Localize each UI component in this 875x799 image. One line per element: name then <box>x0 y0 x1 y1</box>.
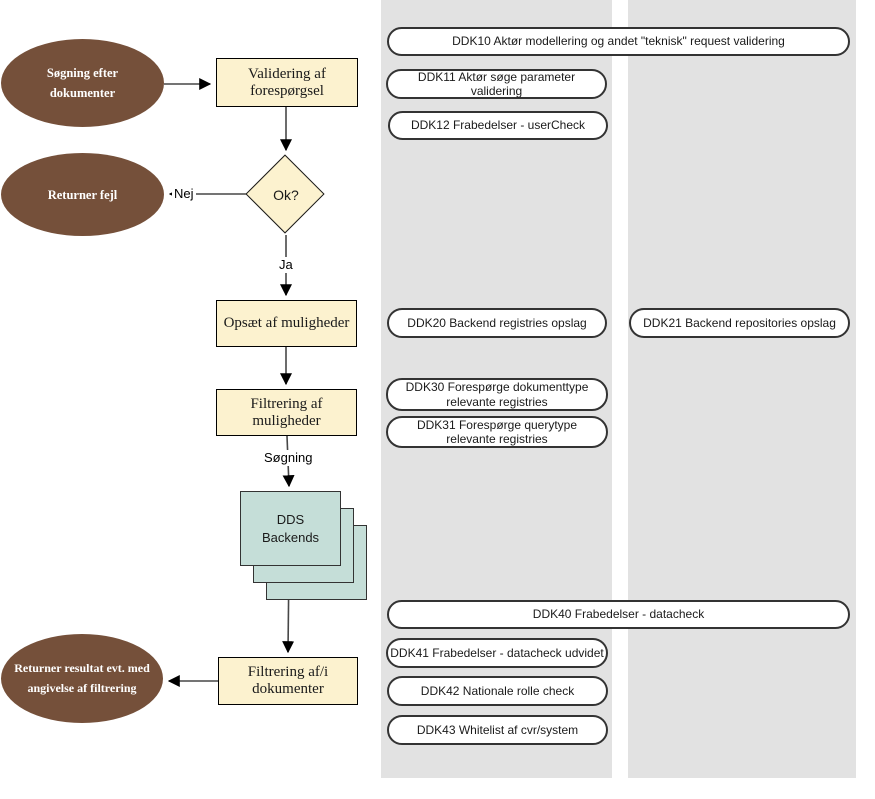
pill-ddk43: DDK43 Whitelist af cvr/system <box>387 715 608 745</box>
pill-ddk10-label: DDK10 Aktør modellering og andet "teknis… <box>452 34 785 49</box>
process-filter-options: Filtrering af muligheder <box>216 389 357 436</box>
pill-ddk41: DDK41 Frabedelser - datacheck udvidet <box>386 638 608 668</box>
pill-ddk40-label: DDK40 Frabedelser - datacheck <box>532 607 705 622</box>
edge-label-nej: Nej <box>172 186 196 202</box>
process-validate-request-label: Validering af forespørgsel <box>248 65 326 99</box>
pill-ddk20-label: DDK20 Backend registries opslag <box>407 315 587 330</box>
decision-ok-label: Ok? <box>273 187 299 203</box>
pill-ddk40: DDK40 Frabedelser - datacheck <box>387 600 850 629</box>
backend-box-label: DDS Backends <box>261 511 320 545</box>
pill-ddk42-label: DDK42 Nationale rolle check <box>420 683 575 698</box>
decision-ok: Ok? <box>245 154 326 235</box>
process-validate-request: Validering af forespørgsel <box>216 58 358 107</box>
pill-ddk12-label: DDK12 Frabedelser - userCheck <box>410 118 586 133</box>
pill-ddk10: DDK10 Aktør modellering og andet "teknis… <box>387 27 850 56</box>
pill-ddk30: DDK30 Forespørge dokumenttype relevante … <box>386 378 608 411</box>
process-setup-options-label: Opsæt af muligheder <box>223 315 350 331</box>
pill-ddk11-label: DDK11 Aktør søge parameter validering <box>417 69 576 98</box>
start-ellipse: Søgning efter dokumenter <box>1 39 164 127</box>
backend-box-front: DDS Backends <box>240 491 341 566</box>
pill-ddk11: DDK11 Aktør søge parameter validering <box>386 69 607 99</box>
error-ellipse-label: Returner fejl <box>47 187 118 202</box>
process-filter-documents: Filtrering af/i dokumenter <box>218 657 358 705</box>
pill-ddk43-label: DDK43 Whitelist af cvr/system <box>416 722 579 737</box>
pill-ddk21-label: DDK21 Backend repositories opslag <box>643 315 836 330</box>
error-ellipse: Returner fejl <box>1 153 164 236</box>
pill-ddk12: DDK12 Frabedelser - userCheck <box>388 111 608 140</box>
pill-ddk41-label: DDK41 Frabedelser - datacheck udvidet <box>390 645 604 660</box>
result-ellipse-label: Returner resultat evt. med angivelse af … <box>14 661 150 695</box>
pill-ddk21: DDK21 Backend repositories opslag <box>629 308 850 338</box>
process-setup-options: Opsæt af muligheder <box>216 300 357 347</box>
pill-ddk30-label: DDK30 Forespørge dokumenttype relevante … <box>405 380 589 409</box>
pill-ddk42: DDK42 Nationale rolle check <box>387 676 608 706</box>
process-filter-documents-label: Filtrering af/i dokumenter <box>247 664 329 697</box>
result-ellipse: Returner resultat evt. med angivelse af … <box>1 634 163 723</box>
edge-label-soegning: Søgning <box>262 450 315 466</box>
start-ellipse-label: Søgning efter dokumenter <box>46 66 119 100</box>
pill-ddk31: DDK31 Forespørge querytype relevante reg… <box>386 416 608 448</box>
pill-ddk31-label: DDK31 Forespørge querytype relevante reg… <box>416 417 578 446</box>
ddk-column-right <box>628 0 856 778</box>
process-filter-options-label: Filtrering af muligheder <box>250 395 323 429</box>
pill-ddk20: DDK20 Backend registries opslag <box>387 308 607 338</box>
edge-label-ja: Ja <box>277 257 295 273</box>
